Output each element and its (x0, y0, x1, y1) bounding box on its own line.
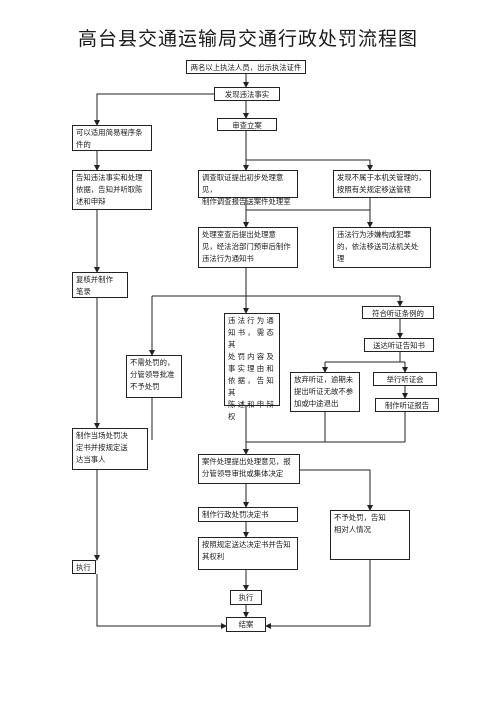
node-review-record: 复核并制作 笔录 (72, 272, 128, 298)
node-hearing-notice: 送达听证告知书 (364, 338, 434, 352)
node-execute-left: 执行 (72, 560, 96, 574)
node-hearing-report: 制作听证报告 (375, 398, 439, 412)
node-transfer-jurisdiction: 发现不属于本机关管理的， 按照有关规定移送管辖 (333, 170, 431, 198)
node-investigation-report: 调查取证提出初步处理意见， 制作调查报告送案件处理室 (198, 170, 298, 206)
node-handling-opinion: 案件处理提出处理意见，报 分管领导审批或集体决定 (198, 454, 300, 484)
node-review-filing: 审查立案 (217, 118, 277, 131)
node-notify-hear-statement: 告知违法事实和处理 依据，告知并听取陈 述和申辩 (72, 170, 152, 210)
node-simple-procedure: 可以适用简易程序条 件的 (72, 125, 152, 151)
node-waive-hearing: 放弃听证，逾期未 提出听证无故不参 加或中途退出 (290, 372, 360, 412)
node-case-closed: 结案 (226, 617, 266, 632)
node-hearing-eligible: 符合听证条例的 (362, 306, 434, 319)
node-serve-decision: 按照规定送达决定书并告知 其权利 (198, 537, 298, 570)
node-notice-content: 违法行为通 知书，需态其 处罚内容及 事实理由和 依据，告知其 陈述和申辩 权 (224, 313, 280, 421)
node-hold-hearing: 举行听证会 (373, 372, 437, 386)
node-enforcement-officers: 两名以上执法人员，出示执法证件 (186, 60, 306, 74)
node-no-penalty-needed: 不需处罚的， 分管领导批准 不予处罚 (126, 355, 182, 398)
node-penalty-decision-document: 制作行政处罚决定书 (198, 507, 298, 522)
node-criminal-transfer: 违法行为涉嫌构成犯罪 的，依法移送司法机关处 理 (333, 227, 431, 268)
page-title: 高台县交通运输局交通行政处罚流程图 (77, 28, 418, 50)
node-violation-notice: 处理室查后提出处理意 见，经法治部门预审后制作 违法行为通知书 (198, 227, 298, 268)
node-execute: 执行 (230, 590, 262, 605)
node-discover-violation: 发现违法事实 (214, 87, 280, 101)
node-onsite-penalty-decision: 制作当场处罚决 定书并按规定送 达当事人 (72, 428, 148, 470)
node-no-penalty-notify: 不予处罚，告知 相对人情况 (330, 510, 410, 560)
